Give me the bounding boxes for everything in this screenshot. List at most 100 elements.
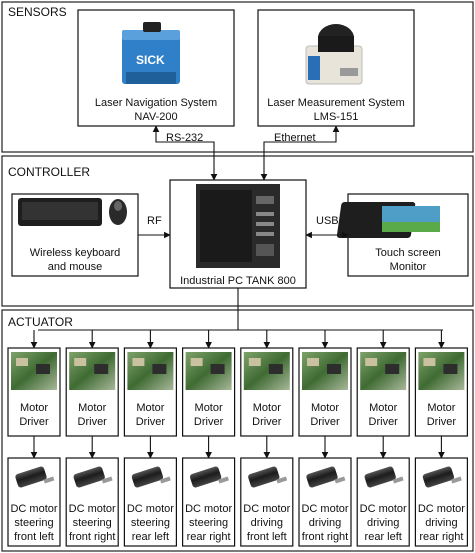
lms151-model: LMS-151	[314, 111, 359, 123]
touchscreen-box: Touch screen Monitor	[336, 193, 469, 277]
lms151-sensor-image	[305, 24, 363, 85]
motor-driver-label-1: Motor	[136, 402, 164, 414]
industrial-pc-image	[196, 184, 280, 268]
dc-motor-image	[131, 466, 171, 488]
usb-label: USB	[316, 215, 339, 227]
driver-board-image	[360, 352, 407, 390]
dc-motor-box: DC motor steering front left	[7, 457, 61, 547]
motor-driver-label-1: Motor	[195, 402, 223, 414]
motor-driver-label-2: Driver	[136, 416, 166, 428]
dc-motor-image	[15, 466, 55, 488]
dc-motor-label-2: driving	[367, 517, 399, 529]
sensors-title: SENSORS	[8, 5, 67, 19]
touchscreen-label-1: Touch screen	[375, 247, 440, 259]
ethernet-link	[260, 125, 340, 181]
rs232-link	[152, 125, 218, 181]
dc-motor-box: DC motor driving front right	[298, 457, 352, 547]
nav200-model: NAV-200	[134, 111, 177, 123]
lms151-name: Laser Measurement System	[267, 97, 405, 109]
dc-motor-label-1: DC motor	[243, 503, 290, 515]
motor-driver-label-2: Driver	[19, 416, 49, 428]
dc-motor-label-1: DC motor	[127, 503, 174, 515]
dc-motor-box: DC motor steering front right	[65, 457, 119, 547]
driver-board-image	[69, 352, 116, 390]
dc-motor-label-1: DC motor	[418, 503, 465, 515]
dc-motor-box: DC motor driving rear left	[356, 457, 410, 547]
dc-motor-image	[189, 466, 229, 488]
dc-motor-label-2: driving	[309, 517, 341, 529]
driver-board-image	[185, 352, 232, 390]
motor-driver-label-2: Driver	[310, 416, 340, 428]
sick-logo: SICK	[136, 53, 165, 67]
dc-motor-label-1: DC motor	[10, 503, 57, 515]
nav200-sensor-image: SICK	[122, 22, 180, 84]
driver-board-image	[127, 352, 174, 390]
driver-board-image	[11, 352, 57, 390]
dc-motor-box: DC motor driving rear right	[414, 457, 468, 547]
dc-motor-label-2: steering	[131, 517, 170, 529]
industrial-pc-box: Industrial PC TANK 800	[169, 179, 307, 289]
touchscreen-image	[336, 202, 440, 238]
motor-driver-label-2: Driver	[194, 416, 224, 428]
dc-motor-label-3: front right	[69, 531, 115, 543]
controller-connectors: RF USB	[138, 215, 349, 239]
dc-motor-box: DC motor steering rear right	[182, 457, 236, 547]
dc-motor-label-1: DC motor	[185, 503, 232, 515]
nav200-name: Laser Navigation System	[95, 97, 217, 109]
actuator-title: ACTUATOR	[8, 315, 73, 329]
industrial-pc-label: Industrial PC TANK 800	[180, 275, 296, 287]
lms151-box: Laser Measurement System LMS-151	[257, 9, 415, 127]
dc-motor-image	[422, 466, 462, 488]
dc-motor-label-1: DC motor	[360, 503, 407, 515]
dc-motor-label-2: steering	[14, 517, 53, 529]
motor-driver-label-1: Motor	[20, 402, 48, 414]
motor-driver-label-1: Motor	[78, 402, 106, 414]
ethernet-label: Ethernet	[274, 132, 316, 144]
motor-driver-label-2: Driver	[427, 416, 457, 428]
dc-motor-box: DC motor driving front left	[240, 457, 294, 547]
motor-driver-label-1: Motor	[311, 402, 339, 414]
motor-driver-label-1: Motor	[253, 402, 281, 414]
dc-motor-label-3: rear right	[419, 531, 463, 543]
dc-motor-label-2: steering	[189, 517, 228, 529]
dc-motor-label-3: rear left	[365, 531, 402, 543]
dc-motor-label-2: driving	[425, 517, 457, 529]
driver-board-image	[418, 352, 465, 390]
keyboard-image	[18, 198, 127, 226]
dc-motor-box: DC motor steering rear left	[123, 457, 178, 547]
dc-motor-label-1: DC motor	[69, 503, 116, 515]
dc-motor-label-3: front left	[14, 531, 54, 543]
dc-motor-label-2: steering	[73, 517, 112, 529]
keyboard-label-2: and mouse	[48, 261, 102, 273]
driver-board-image	[243, 352, 290, 390]
motor-driver-label-2: Driver	[78, 416, 108, 428]
rs232-label: RS-232	[166, 132, 203, 144]
motor-driver-label-1: Motor	[427, 402, 455, 414]
dc-motor-label-3: rear right	[187, 531, 231, 543]
dc-motor-image	[306, 466, 346, 488]
touchscreen-label-2: Monitor	[390, 261, 427, 273]
dc-motor-label-2: driving	[251, 517, 283, 529]
dc-motor-label-3: front right	[302, 531, 348, 543]
keyboard-box: Wireless keyboard and mouse	[11, 193, 139, 277]
motor-driver-label-2: Driver	[369, 416, 399, 428]
dc-motor-label-3: front left	[247, 531, 287, 543]
motor-driver-label-2: Driver	[252, 416, 282, 428]
driver-board-image	[302, 352, 348, 390]
motor-driver-label-1: Motor	[369, 402, 397, 414]
nav200-box: SICK Laser Navigation System NAV-200	[77, 9, 235, 127]
dc-motor-label-1: DC motor	[301, 503, 348, 515]
dc-motor-image	[73, 466, 113, 488]
keyboard-label-1: Wireless keyboard	[30, 247, 120, 259]
dc-motor-label-3: rear left	[132, 531, 169, 543]
dc-motor-image	[364, 466, 404, 488]
